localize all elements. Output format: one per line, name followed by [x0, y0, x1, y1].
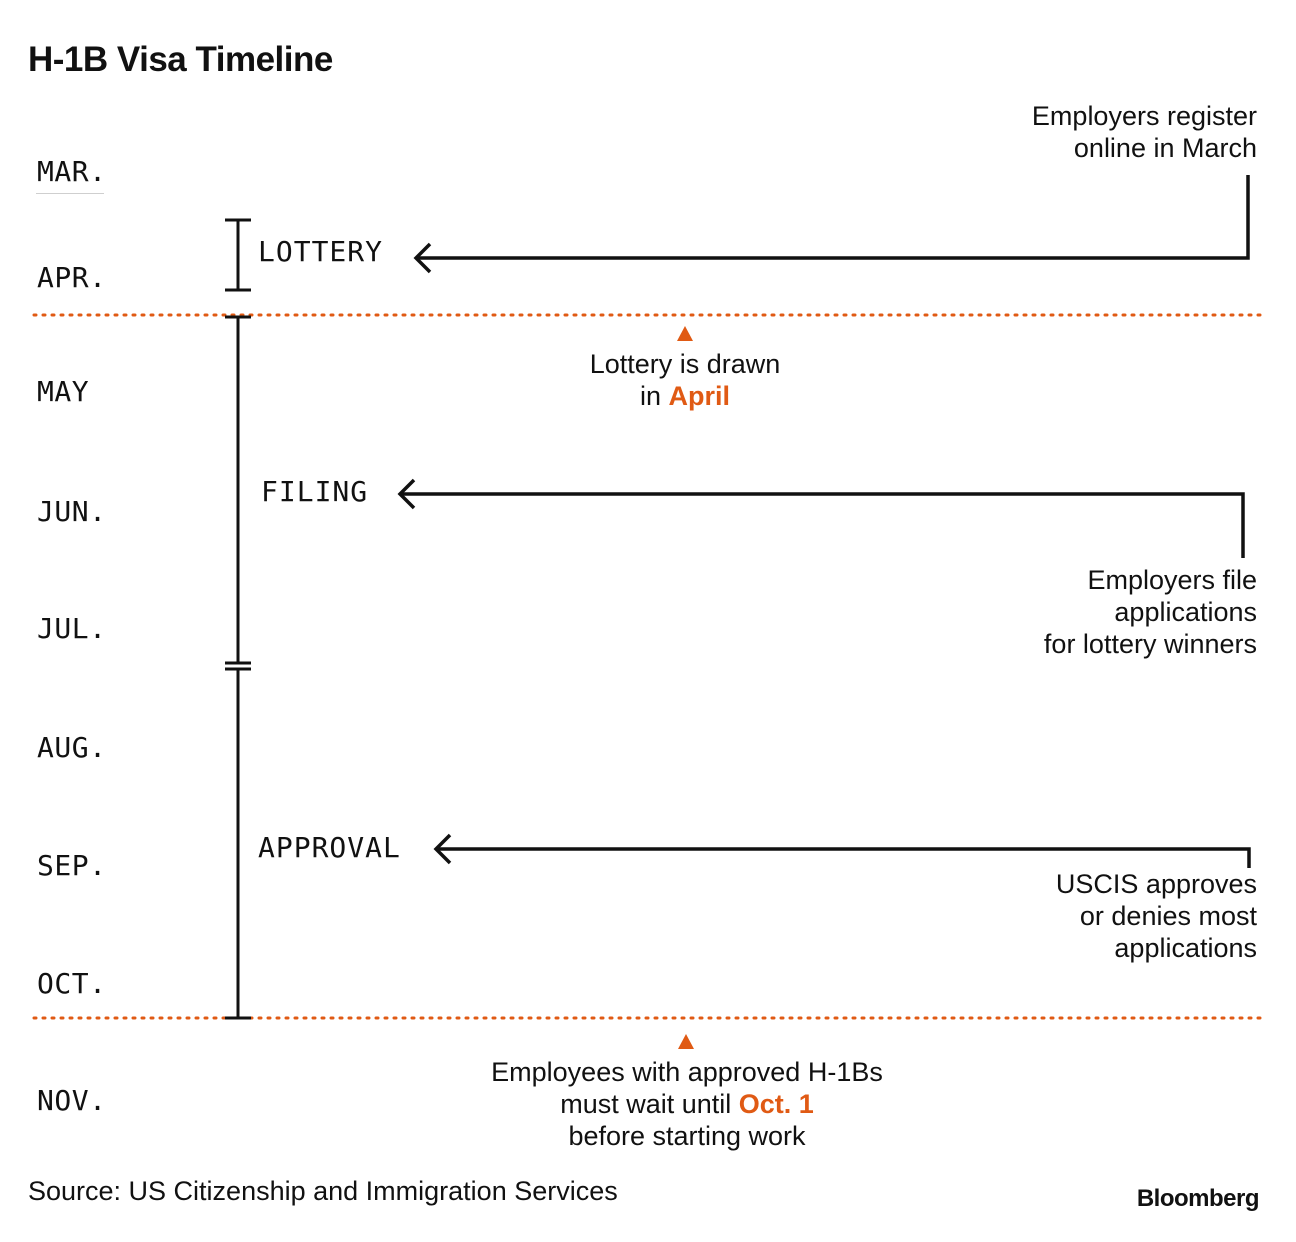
april-marker-pre: in [639, 381, 669, 411]
april-marker-note: Lottery is drawn in April [485, 348, 885, 412]
filing-bracket [225, 315, 251, 665]
file-note-line-1: Employers file [1087, 565, 1257, 595]
month-may: MAY [37, 375, 90, 408]
file-note-line-2: applications [1114, 597, 1257, 627]
file-note: Employers file applications for lottery … [1044, 564, 1257, 660]
phase-filing-label: FILING [261, 475, 369, 508]
chart-title: H-1B Visa Timeline [28, 40, 333, 79]
register-note: Employers register online in March [1032, 100, 1257, 164]
april-marker-triangle [677, 326, 693, 341]
approve-note-line-1: USCIS approves [1055, 869, 1257, 899]
filing-arrow [397, 478, 1245, 558]
month-jun: JUN. [37, 495, 107, 528]
phase-approval-label: APPROVAL [258, 831, 401, 864]
april-marker-line-2: in April [485, 380, 885, 412]
month-jul: JUL. [37, 612, 107, 645]
phase-lottery-label: LOTTERY [258, 235, 384, 268]
oct-marker-line-2: must wait until Oct. 1 [437, 1088, 937, 1120]
lottery-bracket [225, 218, 251, 292]
month-mar: MAR. [37, 155, 107, 188]
oct-marker-triangle [678, 1034, 694, 1049]
oct-marker-note: Employees with approved H-1Bs must wait … [437, 1056, 937, 1152]
april-highlight: April [668, 381, 731, 411]
month-mar-underline [36, 193, 104, 194]
month-nov: NOV. [37, 1084, 107, 1117]
month-apr: APR. [37, 261, 107, 294]
source-note: Source: US Citizenship and Immigration S… [28, 1176, 618, 1206]
approve-note-line-3: applications [1114, 933, 1257, 963]
approve-note: USCIS approves or denies most applicatio… [1056, 868, 1257, 964]
oct-marker-pre: must wait until [560, 1089, 739, 1119]
register-arrow [413, 175, 1250, 274]
bloomberg-logo: Bloomberg [1136, 1185, 1260, 1212]
month-sep: SEP. [37, 849, 107, 882]
oct-marker-line-1: Employees with approved H-1Bs [491, 1057, 883, 1087]
oct-marker-line-3: before starting work [568, 1121, 806, 1151]
oct-highlight: Oct. 1 [738, 1089, 814, 1119]
file-note-line-3: for lottery winners [1043, 629, 1257, 659]
approval-arrow [433, 833, 1251, 868]
month-aug: AUG. [37, 731, 107, 764]
approve-note-line-2: or denies most [1079, 901, 1257, 931]
april-marker-line-1: Lottery is drawn [589, 349, 781, 379]
register-note-line-1: Employers register [1031, 101, 1257, 131]
register-note-line-2: online in March [1073, 133, 1257, 163]
approval-bracket [225, 667, 251, 1020]
month-oct: OCT. [37, 967, 107, 1000]
